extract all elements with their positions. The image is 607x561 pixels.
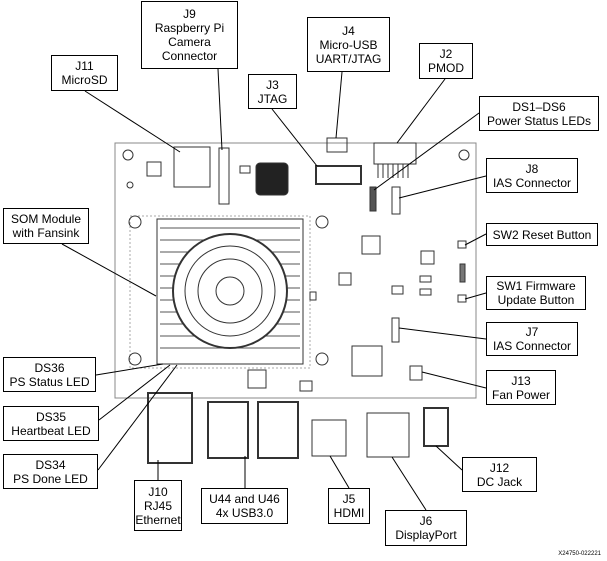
header [459,263,466,283]
hdmi-connector [311,419,347,457]
component [146,161,162,177]
sw1-firmware-button [457,294,467,303]
usb-connector [257,401,299,459]
component [239,165,251,174]
camera-connector [218,147,230,205]
mount-hole [458,149,470,161]
displayport-connector [366,412,410,458]
rj45-connector [147,392,193,464]
ias-connector-j8 [391,186,401,215]
board-outline [114,142,477,399]
dc-jack [423,407,449,447]
pmod-header [373,142,417,165]
microsd-slot [173,146,211,188]
figure-id: X24750-022221 [558,551,601,557]
mount-hole [126,181,134,189]
component [351,345,383,377]
fansink [156,218,304,365]
fan-power-connector [409,365,423,381]
mount-hole [122,149,134,161]
sw2-reset-button [457,240,467,249]
leader-lines [61,68,487,511]
power-leds [369,186,377,212]
label-sw2: SW2 Reset Button [486,223,598,246]
fan [172,233,288,349]
ias-connector-j7 [391,317,400,343]
usb-connector [207,401,249,459]
component [361,235,381,255]
chip [255,162,289,196]
jtag-header [315,165,362,185]
micro-usb-connector [326,137,348,153]
